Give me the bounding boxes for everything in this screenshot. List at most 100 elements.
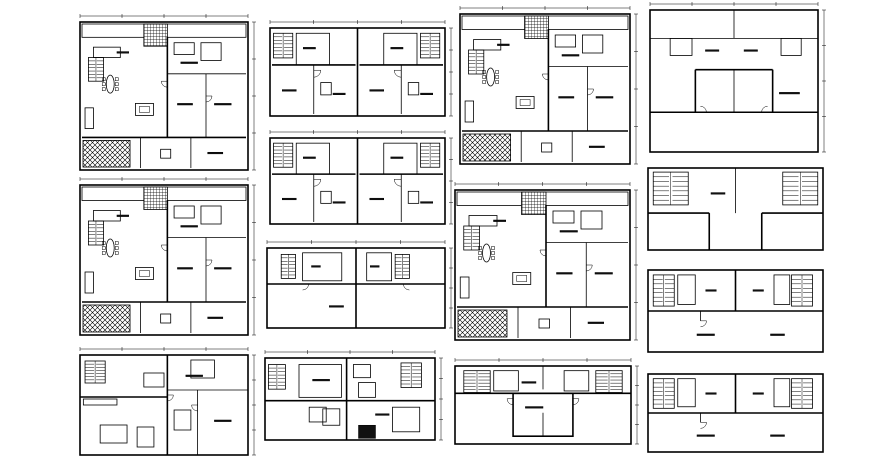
room-label-mark: [770, 434, 785, 437]
fixture: [541, 142, 553, 153]
floor-plan-14: [647, 373, 824, 453]
duct-grille: [143, 186, 168, 210]
chair: [114, 87, 119, 91]
room-label-mark: [559, 230, 578, 233]
floor-plan-10: [647, 269, 824, 353]
wc: [200, 42, 222, 61]
toilet-block: [563, 370, 590, 392]
room-label-mark: [594, 272, 613, 275]
bedroom: [392, 406, 421, 433]
sofa-set: [515, 96, 535, 109]
chair: [478, 256, 482, 260]
chair: [114, 246, 119, 250]
room-label-mark: [214, 267, 232, 270]
room-label-mark: [303, 47, 316, 50]
room-label-mark: [497, 43, 510, 46]
floor-plan-4: [649, 2, 826, 153]
toilet: [322, 408, 341, 426]
bedroom: [366, 252, 392, 282]
chair: [495, 75, 499, 79]
chair: [101, 251, 106, 255]
chair: [114, 241, 119, 245]
room-label-mark: [558, 96, 575, 99]
wc: [582, 34, 604, 54]
room-label-mark: [390, 47, 404, 50]
room-label-mark: [420, 201, 433, 204]
hatched-courtyard: [82, 139, 131, 168]
door-swing: [761, 105, 768, 113]
fixture: [538, 318, 550, 329]
toilet: [308, 406, 327, 423]
chair: [101, 82, 106, 86]
bench: [459, 276, 470, 299]
toilet-block: [773, 378, 791, 408]
room-label-mark: [214, 419, 232, 422]
outer-wall: [454, 189, 631, 341]
door-swing: [161, 80, 168, 88]
room-label-mark: [493, 219, 506, 222]
chair: [101, 246, 106, 250]
hatched-courtyard: [457, 309, 508, 338]
kitchen-counter: [473, 39, 502, 51]
door-swing: [542, 73, 549, 81]
wc: [200, 205, 222, 225]
bedroom: [302, 252, 343, 282]
floor-plan-6: [79, 177, 256, 336]
coffee-table: [139, 270, 150, 277]
stair-core: [190, 359, 215, 379]
room-label-mark: [705, 392, 717, 395]
room-label-mark: [116, 214, 129, 217]
duct-grille: [143, 23, 168, 47]
door-swing: [700, 105, 707, 113]
hatched-courtyard: [462, 133, 511, 162]
door-swing: [700, 320, 707, 328]
chair: [114, 77, 119, 81]
room-label-mark: [752, 392, 764, 395]
outer-wall: [79, 184, 249, 336]
door-swing: [393, 179, 402, 187]
sofa-set: [135, 103, 154, 116]
toilet: [407, 82, 420, 96]
room-label-mark: [420, 92, 433, 95]
door-swing: [205, 259, 213, 267]
outer-wall: [79, 354, 249, 456]
kitchen-counter: [93, 210, 121, 222]
room-label-mark: [180, 225, 198, 228]
coffee-table: [519, 99, 531, 106]
kitchen: [358, 382, 376, 398]
room-label-mark: [207, 151, 224, 155]
room-label-mark: [180, 61, 198, 64]
room-label-mark: [696, 333, 715, 336]
dining-table: [105, 74, 115, 94]
room-label-mark: [588, 145, 605, 148]
room-label-mark: [177, 267, 193, 270]
sofa-set: [512, 272, 532, 285]
room-label-mark: [696, 434, 715, 437]
room-label-mark: [369, 265, 380, 268]
toilet-block: [493, 370, 519, 392]
toilet: [407, 190, 420, 204]
chair: [491, 251, 495, 255]
sofa: [143, 372, 165, 388]
chair: [482, 80, 486, 84]
outer-wall: [459, 13, 631, 165]
chair: [114, 82, 119, 86]
bench: [464, 100, 475, 123]
sofa-set: [135, 267, 154, 280]
stair-landing: [669, 38, 693, 56]
room-label-mark: [743, 49, 758, 52]
floor-plan-3: [459, 6, 638, 165]
room-label-mark: [556, 272, 573, 275]
floor-plan-9: [647, 167, 824, 251]
room-label-mark: [587, 321, 604, 324]
room-label-mark: [705, 49, 720, 52]
room-label-mark: [521, 381, 537, 384]
wardrobe: [554, 34, 577, 48]
door-swing: [393, 69, 402, 78]
duct-grille: [521, 191, 547, 215]
room-label-mark: [177, 103, 193, 106]
room-label-mark: [332, 201, 346, 204]
door-swing: [205, 95, 213, 103]
wardrobe: [173, 205, 195, 219]
